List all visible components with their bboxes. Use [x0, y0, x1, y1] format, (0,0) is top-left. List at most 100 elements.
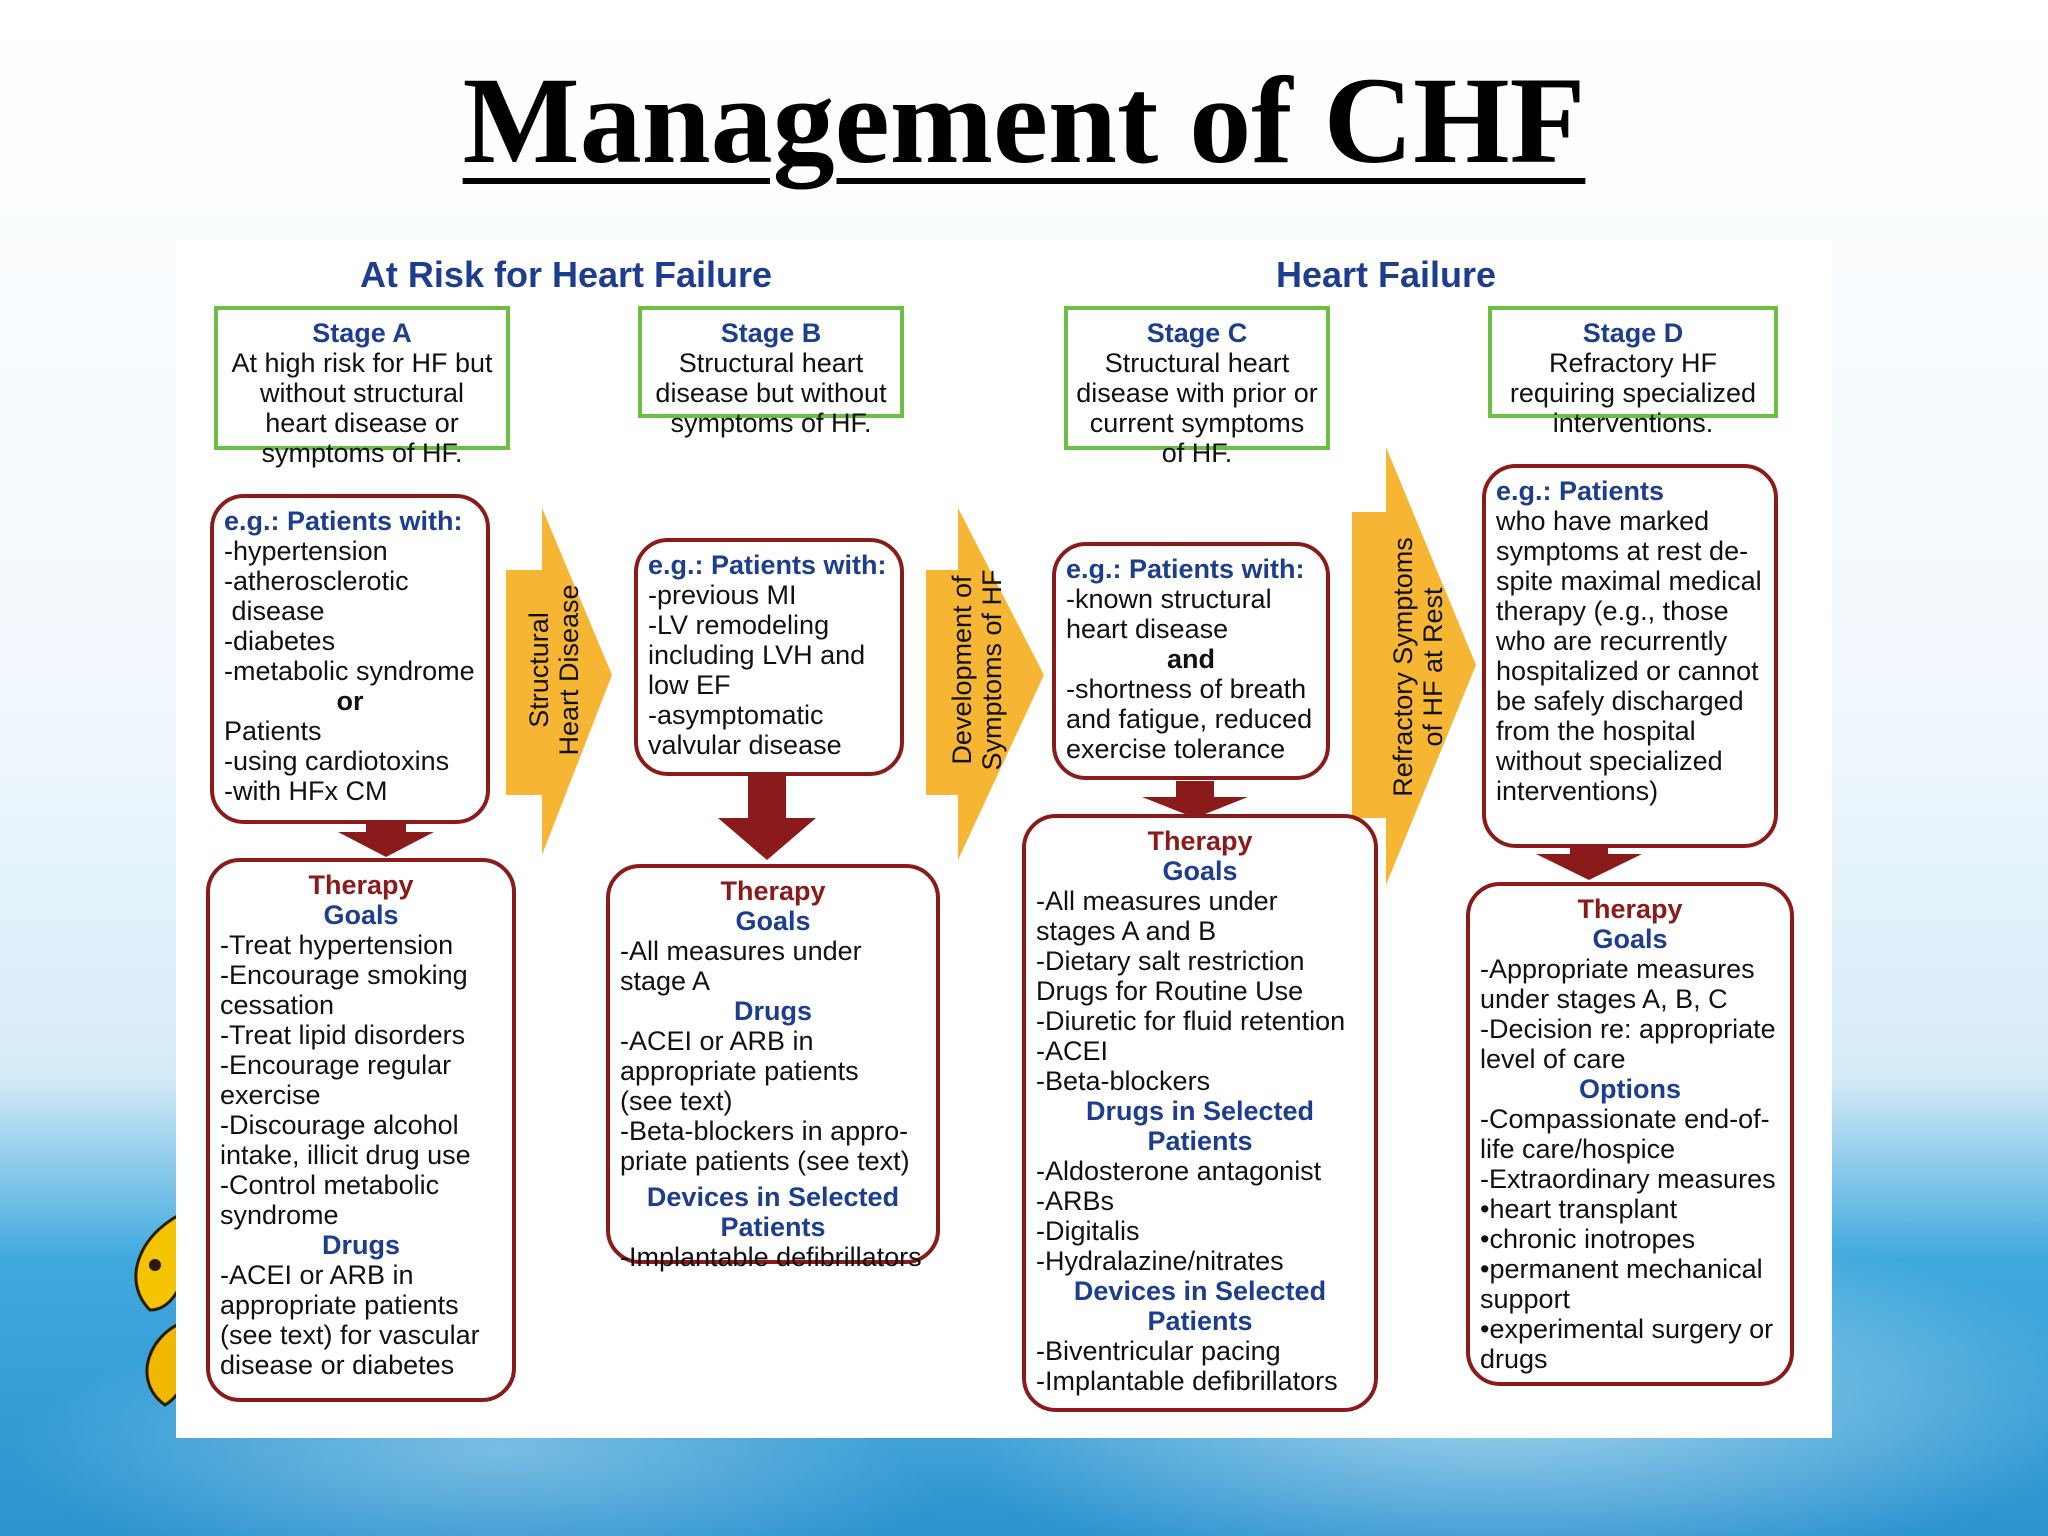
therapy-line: -Digitalis [1036, 1216, 1140, 1246]
options-heading: Options [1579, 1074, 1681, 1104]
section-title-at-risk: At Risk for Heart Failure [359, 254, 773, 295]
example-line: Patients [224, 716, 322, 746]
goals-heading: Goals [1162, 856, 1238, 886]
stage-line: without structural [259, 378, 465, 408]
therapy-line: life care/hospice [1480, 1134, 1676, 1164]
arrow-label-c-d: Refractory Symptoms of HF at Rest [1388, 537, 1448, 797]
therapy-line: -ACEI [1036, 1036, 1109, 1066]
stage-line: current symptoms [1089, 408, 1305, 438]
example-line: heart disease [1066, 614, 1229, 644]
goals-heading: Goals [1592, 924, 1668, 954]
arrow-down-d-shape [1536, 848, 1642, 880]
therapy-d-box: Therapy Goals -Appropriate measures unde… [1466, 882, 1794, 1386]
therapy-heading: Therapy [720, 876, 826, 906]
slide-title: Management of CHF [462, 52, 1586, 189]
stage-line: interventions. [1552, 408, 1714, 438]
therapy-line: -Treat hypertension [220, 930, 454, 960]
therapy-line: -ACEI or ARB in [220, 1260, 414, 1290]
devices-heading: Devices in Selected [1073, 1276, 1327, 1306]
therapy-line: under stages A, B, C [1480, 984, 1728, 1014]
example-line: low EF [648, 670, 731, 700]
therapy-line: -ARBs [1036, 1186, 1115, 1216]
therapy-line: -Beta-blockers in appro- [620, 1116, 909, 1146]
arrow-down-a-shape2 [338, 818, 434, 857]
therapy-line: •permanent mechanical [1480, 1254, 1763, 1284]
therapy-line: exercise [220, 1080, 321, 1110]
therapy-heading: Therapy [1577, 894, 1683, 924]
therapy-line: -Treat lipid disorders [220, 1020, 466, 1050]
therapy-line: -All measures under [1036, 886, 1278, 916]
stage-d-title: Stage D [1582, 318, 1684, 348]
stage-line: heart disease or [265, 408, 459, 438]
therapy-line: •experimental surgery or [1480, 1314, 1774, 1344]
examples-a-box: e.g.: Patients with: -hypertension -athe… [210, 494, 490, 824]
selected-drugs-heading: Patients [1147, 1126, 1253, 1156]
chf-stages-diagram: Structural Heart Disease Development of … [176, 240, 1832, 1438]
example-line: hospitalized or cannot [1496, 656, 1759, 686]
example-line: from the hospital [1496, 716, 1696, 746]
stage-line: symptoms of HF. [670, 408, 872, 438]
example-line: -with HFx CM [224, 776, 388, 806]
examples-b-box: e.g.: Patients with: -previous MI -LV re… [634, 538, 904, 776]
examples-heading: e.g.: Patients with: [648, 550, 887, 580]
example-line: spite maximal medical [1496, 566, 1762, 596]
example-line: -atherosclerotic [224, 566, 409, 596]
therapy-line: -Encourage smoking [220, 960, 468, 990]
example-line: and fatigue, reduced [1066, 704, 1313, 734]
therapy-line: -Encourage regular [220, 1050, 452, 1080]
goals-heading: Goals [323, 900, 399, 930]
arrow-label-b-c: Development of Symptoms of HF [947, 569, 1007, 771]
therapy-line: -Control metabolic [220, 1170, 440, 1200]
stage-line: Structural heart [1104, 348, 1290, 378]
therapy-line: Drugs for Routine Use [1036, 976, 1304, 1006]
section-title-heart-failure: Heart Failure [1275, 254, 1497, 295]
therapy-line: intake, illicit drug use [220, 1140, 471, 1170]
therapy-line: •chronic inotropes [1480, 1224, 1696, 1254]
example-connector: or [336, 686, 364, 716]
arrow-a-to-b-shape [506, 508, 612, 855]
goals-heading: Goals [735, 906, 811, 936]
arrow-a-to-b [506, 502, 616, 512]
therapy-heading: Therapy [308, 870, 414, 900]
example-line: be safely discharged [1496, 686, 1744, 716]
example-line: interventions) [1496, 776, 1659, 806]
stage-b-title: Stage B [720, 318, 822, 348]
stage-b-box: Stage B Structural heart disease but wit… [638, 306, 904, 438]
stage-line: requiring specialized [1509, 378, 1757, 408]
therapy-line: -All measures under [620, 936, 862, 966]
stage-line: At high risk for HF but [231, 348, 493, 378]
therapy-line: (see text) [620, 1086, 733, 1116]
example-line: -using cardiotoxins [224, 746, 450, 776]
arrow-b-to-c-shape [926, 508, 1044, 860]
therapy-line: support [1480, 1284, 1571, 1314]
examples-c-box: e.g.: Patients with: -known structural h… [1052, 542, 1330, 780]
therapy-line: -Diuretic for fluid retention [1036, 1006, 1346, 1036]
devices-heading: Patients [1147, 1306, 1253, 1336]
therapy-a-box: Therapy Goals -Treat hypertension -Encou… [206, 858, 516, 1402]
stage-a-box: Stage A At high risk for HF but without … [214, 306, 510, 468]
devices-heading: Patients [720, 1212, 826, 1242]
example-line: -hypertension [224, 536, 388, 566]
example-line: who are recurrently [1496, 626, 1728, 656]
therapy-heading: Therapy [1147, 826, 1253, 856]
drugs-heading: Drugs [321, 1230, 400, 1260]
therapy-line: -Appropriate measures [1480, 954, 1755, 984]
therapy-line: •heart transplant [1480, 1194, 1678, 1224]
stage-d-box: Stage D Refractory HF requiring speciali… [1488, 306, 1778, 438]
drugs-heading: Drugs [733, 996, 812, 1026]
therapy-line: stage A [620, 966, 711, 996]
arrow-down-b-shape [718, 776, 816, 860]
stage-line: disease with prior or [1076, 378, 1318, 408]
examples-heading: e.g.: Patients with: [224, 506, 463, 536]
therapy-line: appropriate patients [620, 1056, 859, 1086]
therapy-c-box: Therapy Goals -All measures under stages… [1022, 814, 1378, 1412]
example-line: valvular disease [648, 730, 842, 760]
example-line: disease [224, 596, 325, 626]
stage-c-title: Stage C [1146, 318, 1248, 348]
therapy-line: drugs [1480, 1344, 1548, 1374]
stage-line: disease but without [655, 378, 887, 408]
stage-a-title: Stage A [312, 318, 412, 348]
devices-heading: Devices in Selected [646, 1182, 900, 1212]
arrow-c-to-d-shape [1352, 447, 1476, 885]
therapy-line: -Biventricular pacing [1036, 1336, 1281, 1366]
